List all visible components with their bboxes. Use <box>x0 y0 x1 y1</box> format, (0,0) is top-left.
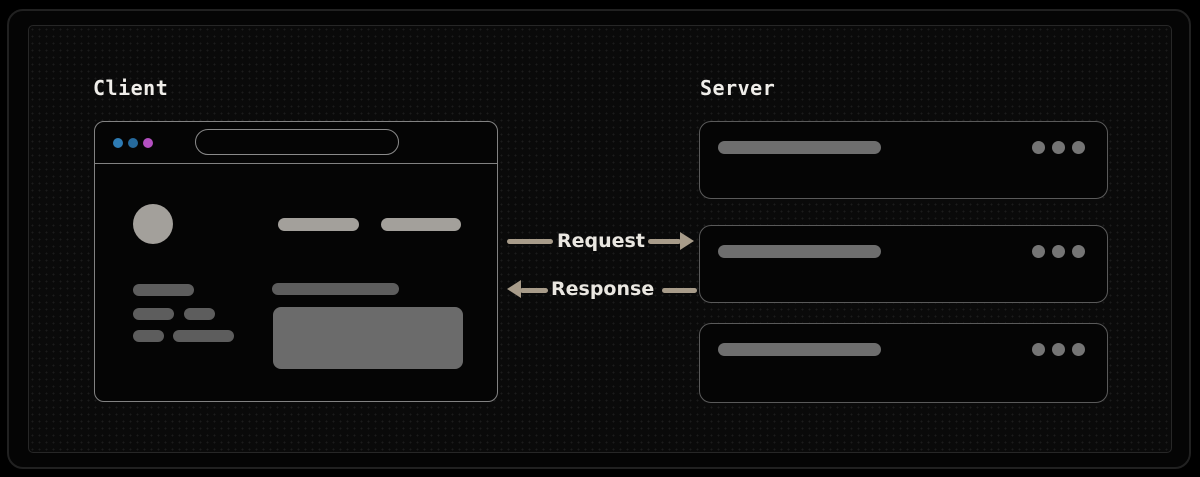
server-status-bar <box>718 343 881 356</box>
request-label: Request <box>557 230 645 252</box>
request-line <box>507 239 553 244</box>
sidebar-skeleton-bar <box>133 330 164 342</box>
ellipsis-dots-icon <box>1032 141 1085 154</box>
ellipsis-dot <box>1052 141 1065 154</box>
ellipsis-dot <box>1072 245 1085 258</box>
server-node <box>699 121 1108 199</box>
ellipsis-dot <box>1032 245 1045 258</box>
ellipsis-dots-icon <box>1032 245 1085 258</box>
server-node <box>699 323 1108 403</box>
window-control-dot-blue-icon <box>113 138 123 148</box>
response-arrow-left-icon <box>507 280 521 298</box>
sidebar-skeleton-bar <box>133 308 174 320</box>
server-status-bar <box>718 245 881 258</box>
sidebar-skeleton-bar <box>173 330 234 342</box>
response-label: Response <box>551 278 655 300</box>
ellipsis-dot <box>1052 245 1065 258</box>
request-arrow-shaft <box>648 239 681 244</box>
browser-window <box>94 121 498 402</box>
content-skeleton-bar <box>272 283 399 295</box>
window-control-dot-purple-icon <box>143 138 153 148</box>
ellipsis-dot <box>1032 141 1045 154</box>
sidebar-skeleton-bar <box>133 284 194 296</box>
server-section-title: Server <box>700 76 776 100</box>
request-arrow-right-icon <box>680 232 694 250</box>
ellipsis-dot <box>1052 343 1065 356</box>
nav-skeleton-bar <box>381 218 461 231</box>
response-arrow-shaft <box>520 288 548 293</box>
ellipsis-dot <box>1032 343 1045 356</box>
nav-skeleton-bar <box>278 218 359 231</box>
window-control-dot-darkblue-icon <box>128 138 138 148</box>
avatar-circle <box>133 204 173 244</box>
browser-header <box>95 122 497 164</box>
content-block <box>273 307 463 369</box>
url-bar <box>195 129 399 155</box>
ellipsis-dot <box>1072 141 1085 154</box>
response-line <box>662 288 697 293</box>
server-node <box>699 225 1108 303</box>
server-status-bar <box>718 141 881 154</box>
ellipsis-dot <box>1072 343 1085 356</box>
client-section-title: Client <box>93 76 169 100</box>
window-controls <box>113 138 153 148</box>
ellipsis-dots-icon <box>1032 343 1085 356</box>
sidebar-skeleton-bar <box>184 308 215 320</box>
